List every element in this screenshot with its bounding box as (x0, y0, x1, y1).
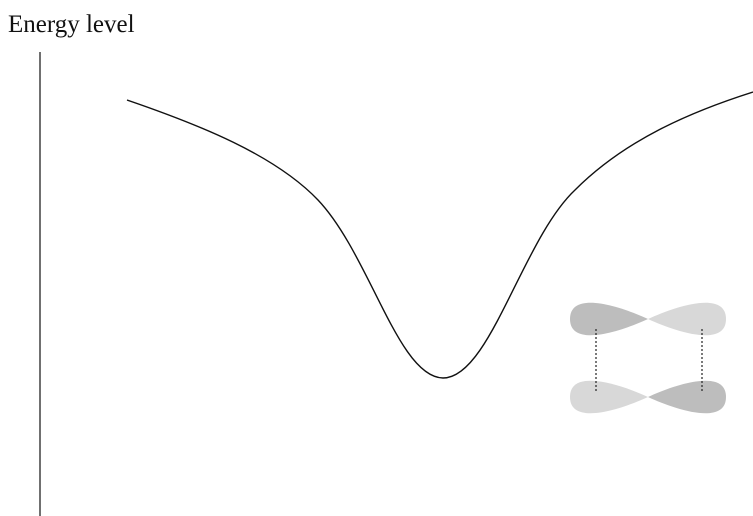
energy-curve (126, 91, 753, 379)
p-orbital-overlap-icon (570, 302, 726, 414)
orbital-lobe-bottom-right (648, 380, 726, 414)
orbital-lobe-top-right (648, 302, 726, 336)
orbital-lobe-bottom-left (570, 380, 648, 414)
y-axis-label: Energy level (8, 11, 135, 38)
orbital-lobe-top-left (570, 302, 648, 336)
